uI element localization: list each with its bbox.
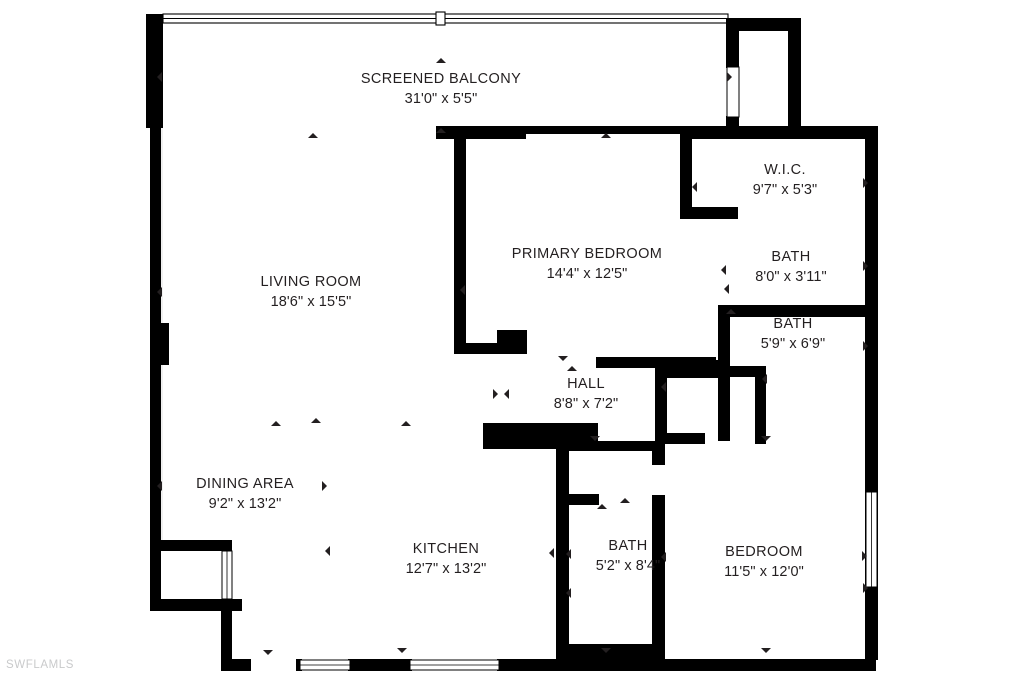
balcony-screen-glazing [162, 11, 729, 26]
exterior-and-interior-walls [146, 14, 878, 671]
door-openings [161, 128, 163, 540]
view-direction-markers [157, 58, 868, 655]
watermark-swflamls: SWFLAMLS [6, 659, 75, 671]
window-glazing [221, 66, 878, 671]
